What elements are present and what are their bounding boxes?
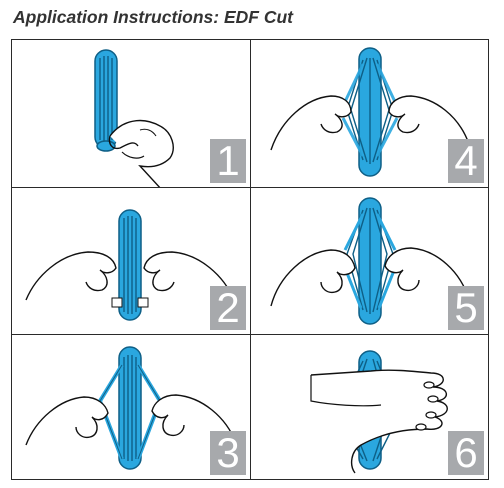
page-title: Application Instructions: EDF Cut (13, 7, 293, 27)
step-panel-3: 3 (12, 335, 250, 479)
step-1-illustration (94, 49, 174, 187)
step-number-badge: 6 (448, 431, 484, 475)
step-number-badge: 4 (448, 139, 484, 183)
step-number-badge: 5 (448, 286, 484, 330)
step-number-badge: 1 (210, 139, 246, 183)
grid-divider (12, 187, 488, 188)
grid-divider (250, 40, 251, 479)
step-2-illustration (25, 209, 235, 321)
step-panel-6: 6 (251, 335, 488, 479)
step-panel-1: 1 (12, 40, 250, 187)
step-panel-4: 4 (251, 40, 488, 187)
instruction-grid: 1 4 (11, 39, 489, 480)
step-panel-5: 5 (251, 188, 488, 334)
step-3-illustration (25, 346, 237, 470)
step-4-illustration (270, 47, 470, 177)
step-number-badge: 3 (210, 431, 246, 475)
step-panel-2: 2 (12, 188, 250, 334)
step-6-illustration (310, 350, 448, 474)
step-5-illustration (270, 197, 470, 325)
step-number-badge: 2 (210, 286, 246, 330)
grid-divider (12, 334, 488, 335)
